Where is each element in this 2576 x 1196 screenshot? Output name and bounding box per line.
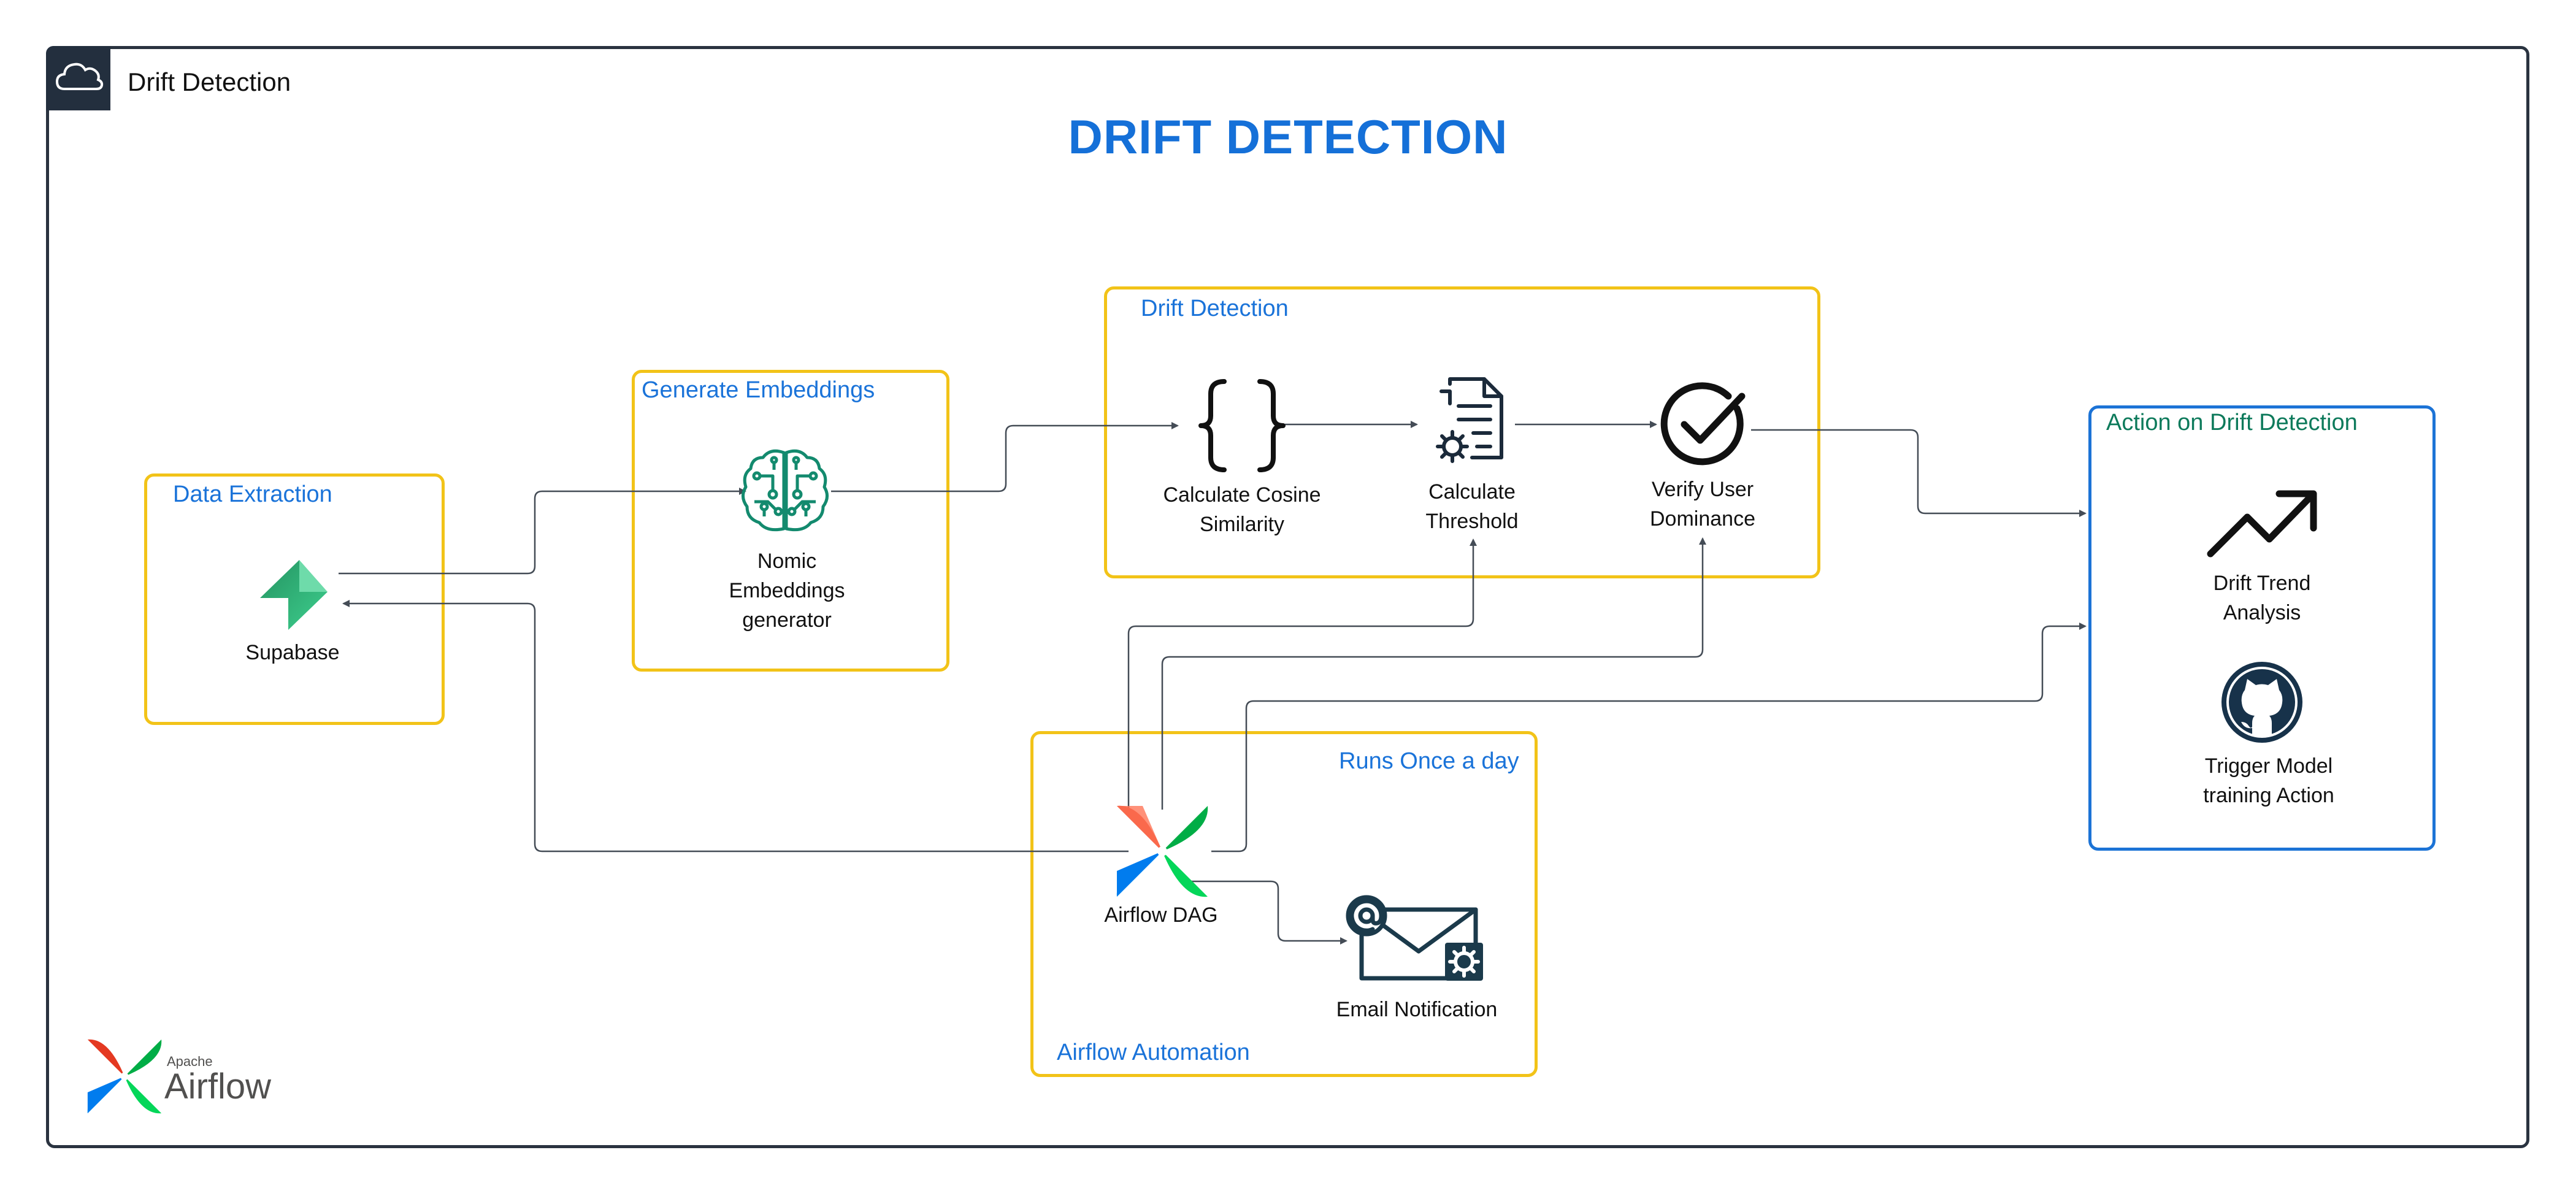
cloud-icon: [55, 63, 104, 90]
apache-airflow-logo: [87, 1039, 162, 1114]
curly-braces-icon: [1198, 379, 1286, 472]
group-label-runs-once: Runs Once a day: [1339, 748, 1519, 774]
supabase-label: Supabase: [245, 641, 340, 664]
dominance-label-line-2: Dominance: [1650, 507, 1755, 531]
brain-circuit-icon: [742, 449, 829, 532]
group-label-drift-detection: Drift Detection: [1141, 296, 1289, 321]
group-action-on-drift: [2088, 405, 2436, 851]
group-drift-detection: [1104, 286, 1820, 578]
airflow-pinwheel-icon: [1116, 805, 1208, 897]
frame-tab: [46, 46, 110, 110]
cosine-label-line-2: Similarity: [1200, 513, 1284, 536]
trigger-label-line-2: training Action: [2203, 784, 2334, 807]
page-title: DRIFT DETECTION: [1068, 110, 1508, 164]
document-gear-icon: [1436, 377, 1503, 463]
trigger-label-line-1: Trigger Model: [2204, 754, 2333, 778]
diagram-frame: [46, 46, 2529, 1148]
edge-airflow-to-email: [1190, 880, 1347, 945]
nomic-label-line-3: generator: [742, 608, 832, 632]
email-gear-icon: [1346, 895, 1483, 981]
dominance-label-line-1: Verify User: [1651, 478, 1754, 501]
cosine-label-line-1: Calculate Cosine: [1163, 483, 1321, 507]
supabase-icon: [260, 560, 328, 630]
trend-label-line-2: Analysis: [2223, 601, 2301, 624]
trend-up-icon: [2207, 490, 2317, 558]
frame-label: Drift Detection: [128, 67, 291, 96]
edge-airflow-to-trigger: [1211, 623, 2087, 853]
group-generate-embeddings: [632, 370, 949, 672]
email-label: Email Notification: [1336, 998, 1498, 1021]
edge-airflow-to-dominance: [1161, 537, 1706, 810]
group-data-extraction: [144, 473, 445, 725]
trend-label-line-1: Drift Trend: [2213, 572, 2311, 595]
nomic-label-line-2: Embeddings: [729, 579, 845, 602]
logo-text-apache: Apache: [167, 1054, 213, 1069]
edge-airflow-to-threshold: [1127, 539, 1477, 810]
edge-supabase-to-nomic: [339, 488, 746, 575]
edge-dominance-to-action: [1751, 429, 2087, 517]
edge-nomic-to-cosine: [831, 422, 1179, 493]
checkmark-circle-icon: [1660, 382, 1746, 466]
group-airflow-automation: [1030, 731, 1538, 1077]
edge-airflow-to-supabase: [342, 600, 1129, 853]
github-icon: [2221, 662, 2302, 743]
group-label-generate-embeddings: Generate Embeddings: [642, 377, 875, 403]
group-label-airflow-automation: Airflow Automation: [1057, 1040, 1250, 1065]
logo-text-airflow: Airflow: [164, 1067, 272, 1106]
threshold-label-line-2: Threshold: [1425, 510, 1519, 533]
airflow-dag-label: Airflow DAG: [1104, 903, 1218, 927]
threshold-label-line-1: Calculate: [1428, 480, 1516, 504]
group-label-action-on-drift: Action on Drift Detection: [2106, 410, 2358, 435]
nomic-label-line-1: Nomic: [757, 550, 817, 573]
group-label-data-extraction: Data Extraction: [173, 481, 332, 507]
